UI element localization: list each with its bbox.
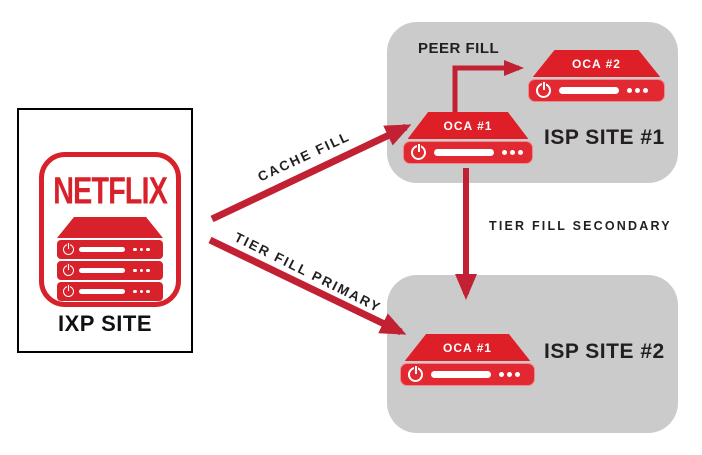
- oca-device-top: OCA #1: [404, 334, 531, 361]
- led-dots: [133, 268, 150, 273]
- server-unit: [57, 261, 163, 280]
- server-unit: [57, 240, 163, 259]
- drive-slot: [559, 87, 619, 94]
- oca-device-isp1-2: OCA #2: [528, 50, 665, 102]
- drive-slot: [79, 289, 125, 294]
- oca-device-label: OCA #2: [572, 56, 621, 71]
- peer-fill-label: PEER FILL: [418, 40, 500, 57]
- led-dots: [133, 289, 150, 294]
- drive-slot: [79, 268, 125, 273]
- server-unit: [57, 282, 163, 301]
- server-stack-icon: [57, 217, 163, 303]
- server-stack-top: [57, 217, 163, 238]
- drive-slot: [434, 149, 494, 156]
- cache-fill-arrow: [210, 123, 412, 223]
- netflix-logo: NETFLIX: [39, 152, 181, 307]
- ixp-site-title: IXP SITE: [57, 311, 153, 336]
- oca-device-base: [528, 79, 665, 102]
- tier-fill-secondary-label: TIER FILL SECONDARY: [489, 219, 672, 233]
- power-icon: [408, 366, 423, 382]
- power-icon: [63, 285, 74, 297]
- power-icon: [63, 243, 74, 255]
- oca-device-label: OCA #1: [443, 118, 493, 133]
- drive-slot: [431, 371, 491, 378]
- power-icon: [411, 144, 426, 160]
- drive-slot: [79, 247, 125, 252]
- cache-fill-label: CACHE FILL: [255, 128, 353, 185]
- power-icon: [536, 82, 551, 98]
- oca-device-isp1-1: OCA #1: [403, 112, 533, 164]
- led-dots: [502, 150, 523, 155]
- led-dots: [627, 88, 648, 93]
- led-dots: [499, 372, 520, 377]
- ixp-site-box: NETFLIX IXP SIT: [17, 108, 193, 353]
- tier-fill-primary-arrow: [208, 236, 407, 336]
- isp-site-1-title: ISP SITE #1: [544, 126, 665, 149]
- oca-device-isp2-1: OCA #1: [400, 334, 535, 386]
- oca-device-top: OCA #1: [407, 112, 529, 139]
- oca-device-base: [403, 141, 533, 164]
- oca-device-label: OCA #1: [443, 340, 492, 355]
- tier-fill-primary-label: TIER FILL PRIMARY: [232, 229, 384, 316]
- isp-site-2-title: ISP SITE #2: [544, 340, 665, 363]
- netflix-wordmark: NETFLIX: [53, 171, 168, 213]
- oca-device-base: [400, 363, 535, 386]
- oca-device-top: OCA #2: [532, 50, 661, 77]
- led-dots: [133, 247, 150, 252]
- power-icon: [63, 264, 74, 276]
